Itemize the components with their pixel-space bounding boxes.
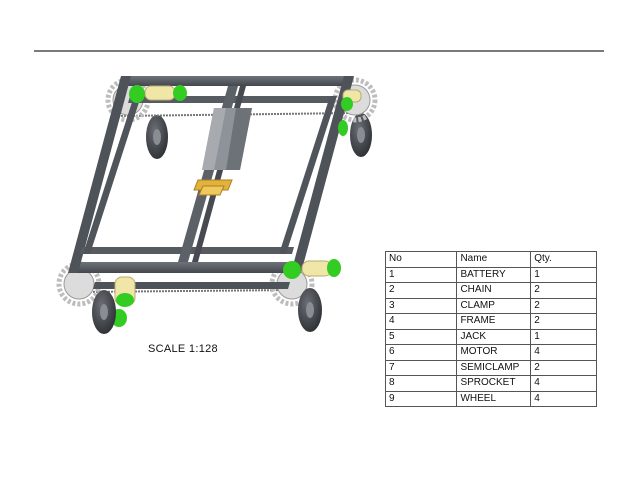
wheel-front-left xyxy=(92,290,116,334)
cell-name: BATTERY xyxy=(456,266,532,283)
wheel-front-right xyxy=(298,288,322,332)
cell-name: JACK xyxy=(456,328,532,345)
table-row: 1 BATTERY 1 xyxy=(384,266,597,283)
cell-no: 2 xyxy=(384,282,458,299)
wheel-rear-left xyxy=(146,115,168,159)
cell-no: 3 xyxy=(384,297,458,314)
cell-qty: 2 xyxy=(530,282,597,299)
cell-no: 8 xyxy=(384,375,458,392)
frame xyxy=(68,76,354,289)
cell-qty: 2 xyxy=(530,313,597,330)
cell-qty: 4 xyxy=(530,344,597,361)
cell-no: 1 xyxy=(384,266,458,283)
motor-rear-right xyxy=(338,89,362,136)
cell-name: CLAMP xyxy=(456,297,532,314)
title-rule xyxy=(34,50,604,52)
cell-qty: 1 xyxy=(530,328,597,345)
cell-qty: 4 xyxy=(530,375,597,392)
column-header-qty: Qty. xyxy=(530,251,597,268)
cell-qty: 2 xyxy=(530,297,597,314)
scale-label: SCALE 1:128 xyxy=(148,343,218,355)
table-row: 5 JACK 1 xyxy=(384,328,597,345)
cell-name: CHAIN xyxy=(456,282,532,299)
table-row: 2 CHAIN 2 xyxy=(384,282,597,299)
jack xyxy=(193,179,233,196)
motor-rear-left xyxy=(129,85,187,103)
cell-qty: 1 xyxy=(530,266,597,283)
cell-no: 7 xyxy=(384,359,458,376)
column-header-no: No xyxy=(384,251,458,268)
cell-no: 9 xyxy=(384,390,458,407)
column-header-name: Name xyxy=(456,251,532,268)
cell-name: WHEEL xyxy=(456,390,532,407)
cell-qty: 4 xyxy=(530,390,597,407)
bill-of-materials-table: No Name Qty. 1 BATTERY 1 2 CHAIN 2 3 CLA… xyxy=(384,251,597,407)
table-row: 4 FRAME 2 xyxy=(384,313,597,330)
table-row: 7 SEMICLAMP 2 xyxy=(384,359,597,376)
cell-name: MOTOR xyxy=(456,344,532,361)
cell-no: 4 xyxy=(384,313,458,330)
cell-name: FRAME xyxy=(456,313,532,330)
cell-name: SEMICLAMP xyxy=(456,359,532,376)
wheel-rear-right xyxy=(350,113,372,157)
table-row: 3 CLAMP 2 xyxy=(384,297,597,314)
motor-front-right xyxy=(283,259,341,279)
table-header-row: No Name Qty. xyxy=(384,251,597,268)
battery-housing xyxy=(202,108,252,170)
table-row: 8 SPROCKET 4 xyxy=(384,375,597,392)
cell-qty: 2 xyxy=(530,359,597,376)
cell-no: 5 xyxy=(384,328,458,345)
table-row: 9 WHEEL 4 xyxy=(384,390,597,407)
cell-name: SPROCKET xyxy=(456,375,532,392)
table-row: 6 MOTOR 4 xyxy=(384,344,597,361)
cell-no: 6 xyxy=(384,344,458,361)
chain-front xyxy=(77,289,293,293)
